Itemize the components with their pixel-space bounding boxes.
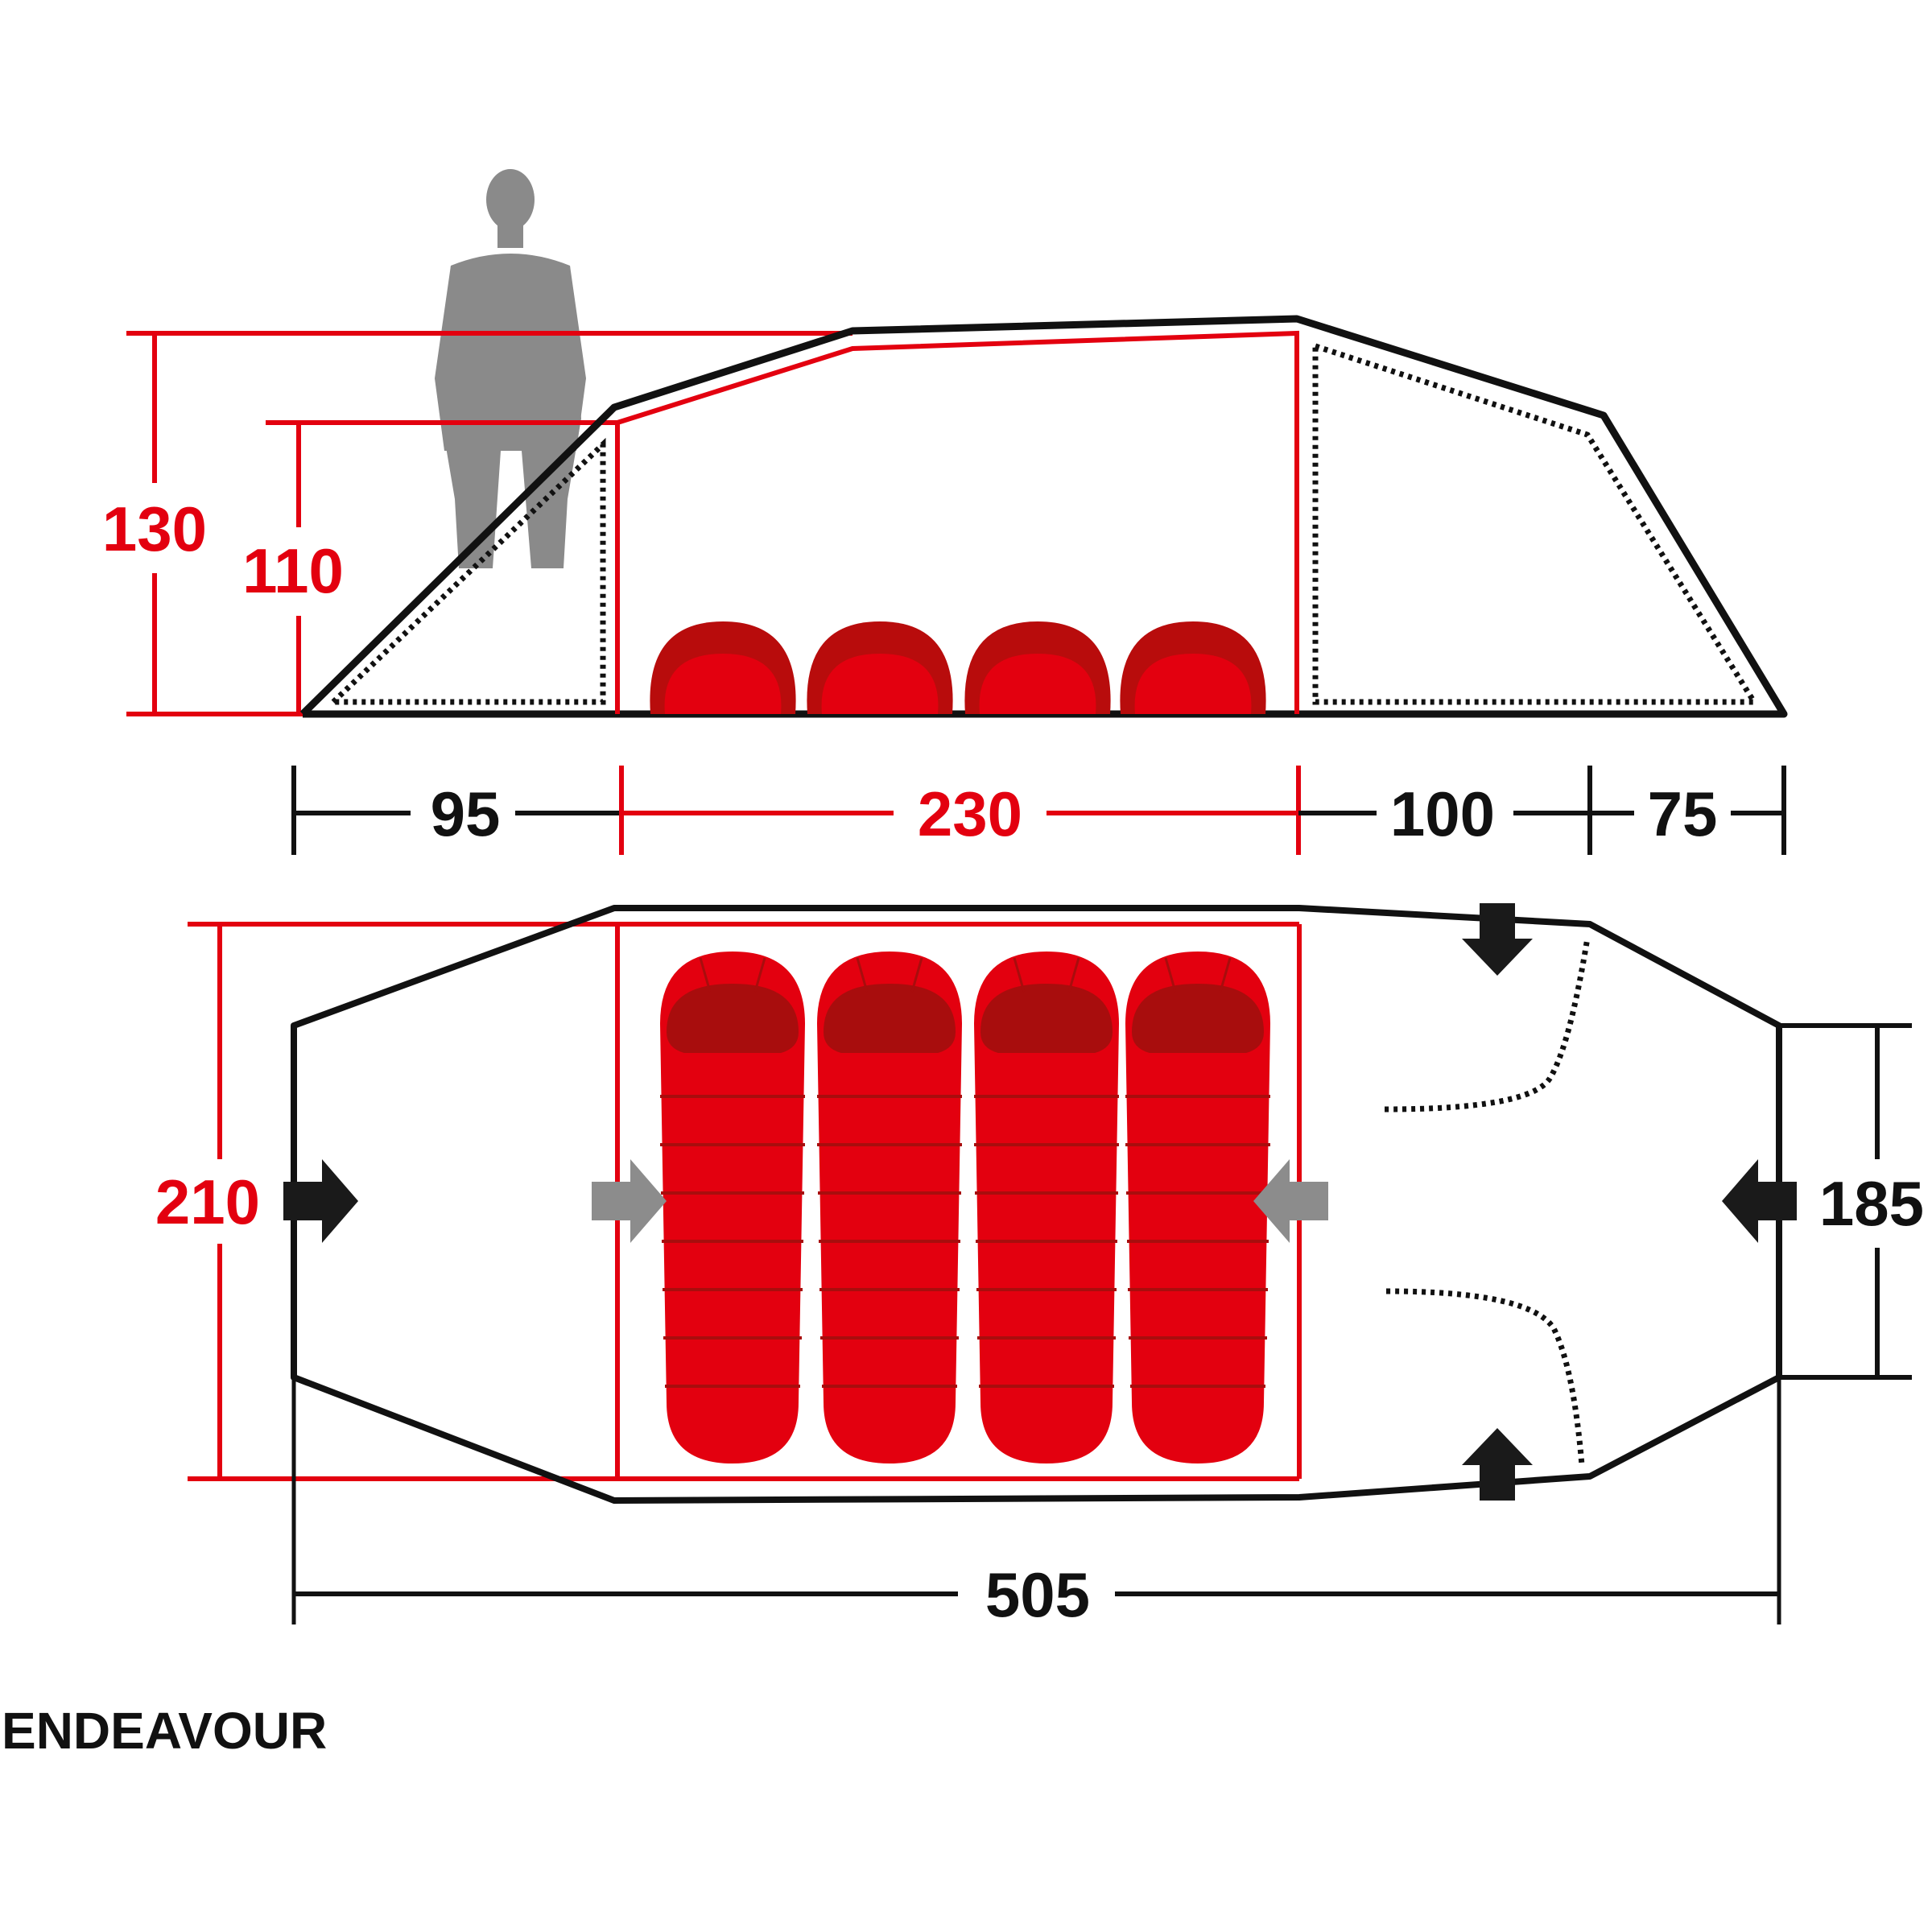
flysheet-outline [299, 315, 1788, 718]
length-505-label: 505 [985, 1559, 1090, 1630]
side-view: 130 110 [102, 169, 1788, 855]
sleeping-bag-icon [658, 950, 807, 1465]
front-door-arrow-icon [283, 1159, 358, 1243]
width-185-dimension [1779, 1023, 1912, 1380]
length-dimension-row [291, 766, 1786, 855]
front-vestibule-dotted [326, 437, 606, 705]
length-95-label: 95 [431, 778, 501, 849]
side-door-bottom-arrow-icon [1462, 1428, 1533, 1501]
sleeping-bag-end-icon [650, 621, 796, 714]
sleeping-bag-end-icon [1120, 621, 1266, 714]
length-230-label: 230 [918, 778, 1022, 849]
product-name: ENDEAVOUR [2, 1702, 327, 1760]
width-210-label: 210 [155, 1166, 260, 1237]
sleeping-bag-end-icon [964, 621, 1111, 714]
height-130-dimension [126, 331, 852, 716]
height-110-label: 110 [242, 535, 344, 606]
floor-plan: 210 [155, 903, 1924, 1630]
inner-front-door-arrow-icon [592, 1159, 667, 1243]
vestibule-curve-top [1384, 937, 1591, 1113]
width-185-label: 185 [1819, 1168, 1924, 1239]
rear-door-arrow-icon [1722, 1159, 1797, 1243]
sleeping-bag-icon [1124, 950, 1272, 1465]
rear-vestibule-dotted [1312, 342, 1760, 705]
width-210-dimension [188, 922, 1302, 1481]
sleeping-bag-end-icon [807, 621, 953, 714]
length-75-label: 75 [1648, 778, 1718, 849]
inner-rear-door-arrow-icon [1253, 1159, 1328, 1243]
height-110-dimension [266, 420, 617, 714]
sleeping-bags-side [650, 621, 1266, 714]
sleeping-bags-top [658, 950, 1272, 1465]
sleeping-bag-icon [815, 950, 964, 1465]
side-door-top-arrow-icon [1462, 903, 1533, 976]
length-100-label: 100 [1390, 778, 1495, 849]
inner-tent-outline [615, 330, 1299, 714]
vestibule-curve-bottom [1385, 1288, 1585, 1466]
sleeping-bag-icon [972, 950, 1121, 1465]
height-130-label: 130 [102, 493, 207, 564]
